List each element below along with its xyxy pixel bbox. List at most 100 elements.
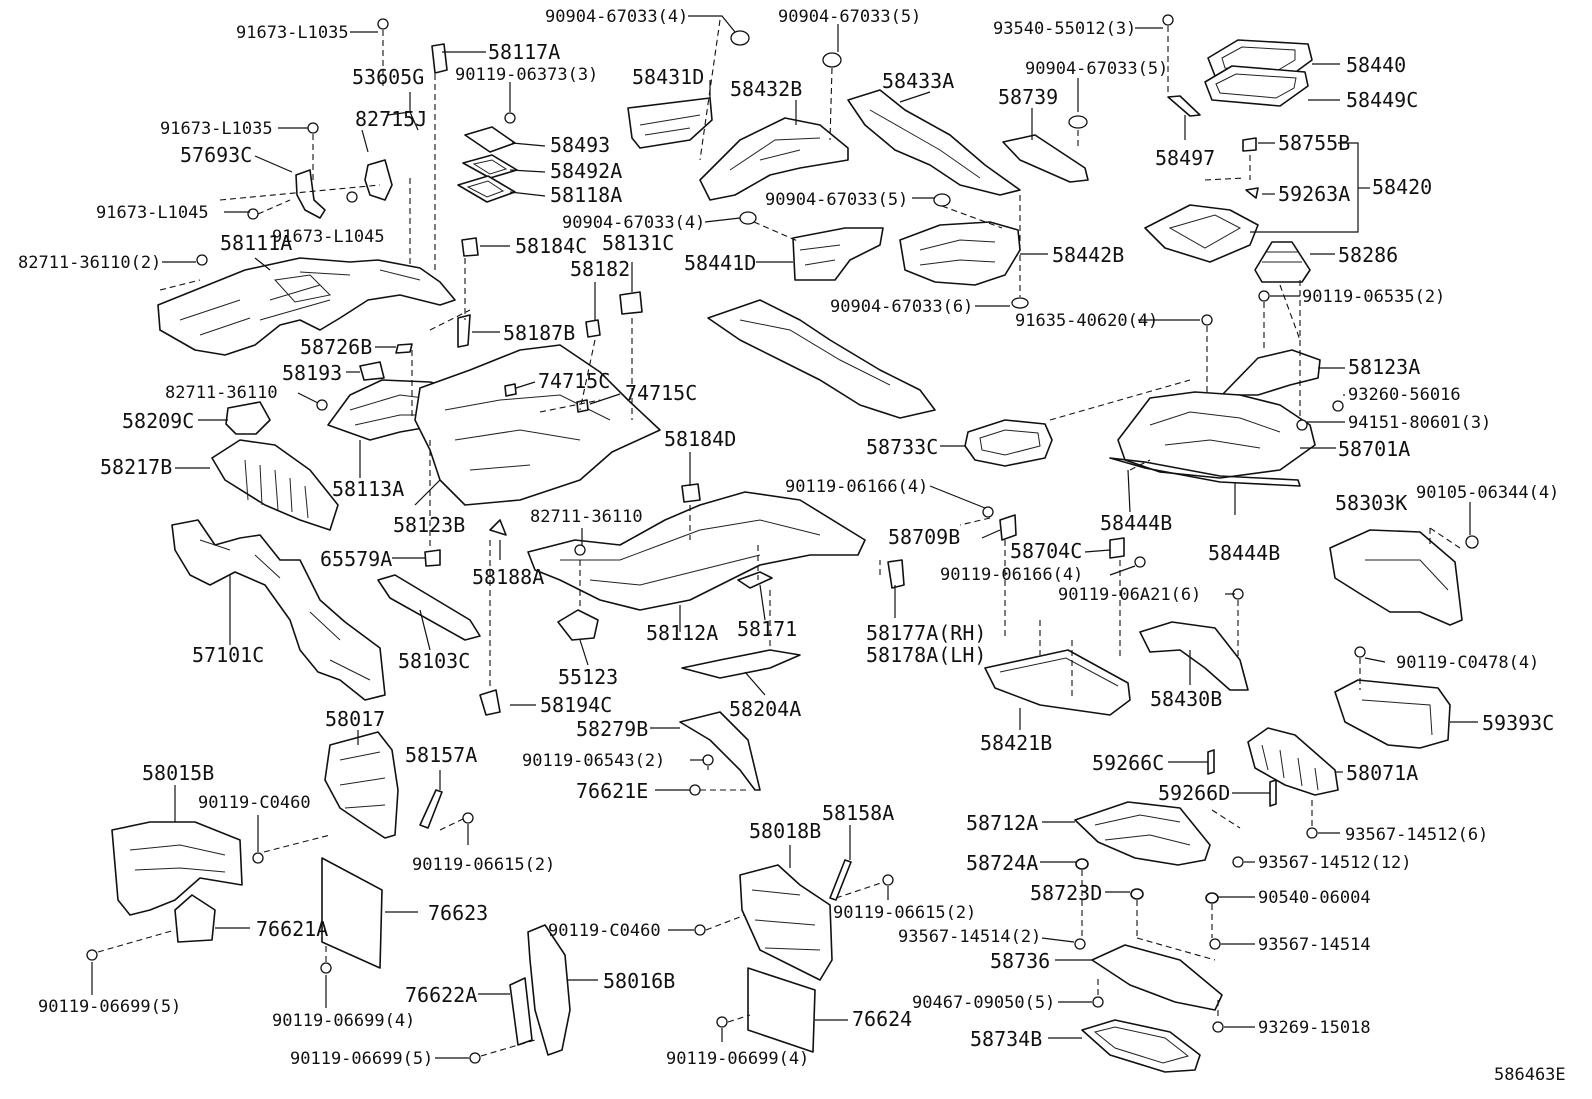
label-58431D: 58431D — [632, 65, 704, 89]
label-58441D: 58441D — [684, 251, 756, 275]
label-58724A: 58724A — [966, 851, 1038, 875]
bolt-90119-C0460-b — [694, 924, 706, 936]
bolt-90119-06535 — [1258, 290, 1270, 302]
part-74715C-clip-b — [576, 399, 589, 413]
label-90904-67033-6: 90904-67033(6) — [830, 297, 973, 317]
grommet-90904-67033-c2 — [739, 211, 757, 225]
label-90904-67033-4-c: 90904-67033(4) — [562, 213, 705, 233]
bolt-90119-C0478 — [1354, 646, 1366, 658]
part-58420-bracket — [1144, 204, 1259, 263]
label-93540-55012: 93540-55012(3) — [993, 19, 1136, 39]
label-58187B: 58187B — [503, 321, 575, 345]
bolt-93567-14512-6 — [1306, 827, 1318, 839]
label-58123A: 58123A — [1348, 355, 1420, 379]
label-58071A: 58071A — [1346, 761, 1418, 785]
part-58177A-bracket — [887, 559, 905, 589]
label-82711-36110-b: 82711-36110 — [165, 383, 278, 403]
label-58194C: 58194C — [540, 693, 612, 717]
label-65579A: 65579A — [320, 547, 392, 571]
label-90119-06615-b: 90119-06615(2) — [833, 903, 976, 923]
part-58497-strip — [1167, 95, 1201, 117]
label-58726B: 58726B — [300, 335, 372, 359]
part-58733C-seal — [964, 419, 1053, 467]
grommet-90904-67033-top-b — [822, 52, 842, 68]
part-58017-shield — [324, 731, 399, 839]
label-59266C: 59266C — [1092, 751, 1164, 775]
label-58444B-a: 58444B — [1100, 511, 1172, 535]
part-58723D-grommet — [1130, 888, 1144, 900]
part-shapes — [111, 39, 1463, 1073]
part-58204A-member — [681, 649, 801, 679]
bolt-93567-14514-2 — [1074, 938, 1086, 950]
label-90904-67033-5: 90904-67033(5) — [778, 7, 921, 27]
part-58303K-box — [1329, 529, 1463, 626]
part-58441D-insulator — [792, 227, 884, 281]
bolt-91673-L1045-b — [346, 191, 358, 203]
part-58492A-gasket — [462, 154, 518, 179]
bolt-90119-06166-a — [982, 506, 994, 518]
part-58158A-bracket — [829, 859, 852, 901]
bolt-82711-36110-b — [316, 399, 328, 411]
part-58217B-member — [211, 439, 339, 531]
label-58103C: 58103C — [398, 649, 470, 673]
bolt-90119-06373 — [504, 112, 516, 124]
label-90540-06004: 90540-06004 — [1258, 888, 1371, 908]
label-93567-14512-12: 93567-14512(12) — [1258, 853, 1412, 873]
part-58726B-clip — [395, 343, 413, 354]
bolt-90119-06699-4-a — [320, 962, 332, 974]
label-58158A: 58158A — [822, 801, 894, 825]
part-58709B-clip — [999, 514, 1017, 541]
fasteners — [86, 14, 1479, 1064]
bolt-90119-06543 — [702, 754, 714, 766]
part-58432B-insulator — [699, 117, 849, 201]
label-58112A: 58112A — [646, 621, 718, 645]
label-58171: 58171 — [737, 617, 797, 641]
part-58184C-clip — [461, 237, 479, 257]
label-93260-56016: 93260-56016 — [1348, 385, 1461, 405]
bolt-93540-55012 — [1162, 14, 1174, 26]
label-58111A: 58111A — [220, 231, 292, 255]
label-58118A: 58118A — [550, 183, 622, 207]
part-mid-tunnel-insulator — [707, 299, 936, 419]
label-58184D: 58184D — [664, 427, 736, 451]
label-58279B: 58279B — [576, 717, 648, 741]
bolt-90119-06699-5-a — [86, 949, 98, 961]
bolt-91673-L1035-top — [377, 18, 389, 30]
part-58182-clip — [585, 319, 601, 338]
label-58286: 58286 — [1338, 243, 1398, 267]
label-90119-06699-5-b: 90119-06699(5) — [290, 1049, 433, 1069]
label-58444B-b: 58444B — [1208, 541, 1280, 565]
label-76621A: 76621A — [256, 917, 328, 941]
label-90119-C0460-b: 90119-C0460 — [548, 921, 661, 941]
label-90904-67033-5-mid: 90904-67033(5) — [1025, 59, 1168, 79]
bolt-90467-09050 — [1092, 996, 1104, 1008]
label-58178A: 58178A(LH) — [866, 643, 986, 667]
label-58209C: 58209C — [122, 409, 194, 433]
part-90540-06004-cushion — [1205, 892, 1219, 904]
label-82715J: 82715J — [355, 107, 427, 131]
label-58430B: 58430B — [1150, 687, 1222, 711]
part-57693C-bracket — [295, 169, 326, 219]
label-58442B: 58442B — [1052, 243, 1124, 267]
label-90119-06615-a: 90119-06615(2) — [412, 855, 555, 875]
label-58015B: 58015B — [142, 761, 214, 785]
label-58421B: 58421B — [980, 731, 1052, 755]
part-58431D-insulator — [627, 97, 713, 149]
part-58493-pad — [464, 126, 516, 153]
part-58157A-bracket — [419, 789, 443, 829]
label-90119-06543: 90119-06543(2) — [522, 751, 665, 771]
bolt-91673-L1035-mid — [307, 122, 319, 134]
label-90119-C0478: 90119-C0478(4) — [1396, 653, 1539, 673]
part-58444B-seal — [1109, 457, 1301, 487]
part-58171-bracket — [737, 571, 773, 589]
bolt-90119-06699-4-b — [716, 1016, 728, 1028]
label-58755B: 58755B — [1278, 131, 1350, 155]
label-93567-14514-2: 93567-14514(2) — [898, 927, 1041, 947]
part-58118A-plate — [457, 175, 516, 203]
label-90119-06166-4-b: 90119-06166(4) — [940, 565, 1083, 585]
label-82711-36110-2: 82711-36110(2) — [18, 253, 161, 273]
label-58449C: 58449C — [1346, 88, 1418, 112]
bolt-90105-06344 — [1465, 535, 1479, 549]
label-57693C: 57693C — [180, 143, 252, 167]
label-90467-09050: 90467-09050(5) — [912, 993, 1055, 1013]
